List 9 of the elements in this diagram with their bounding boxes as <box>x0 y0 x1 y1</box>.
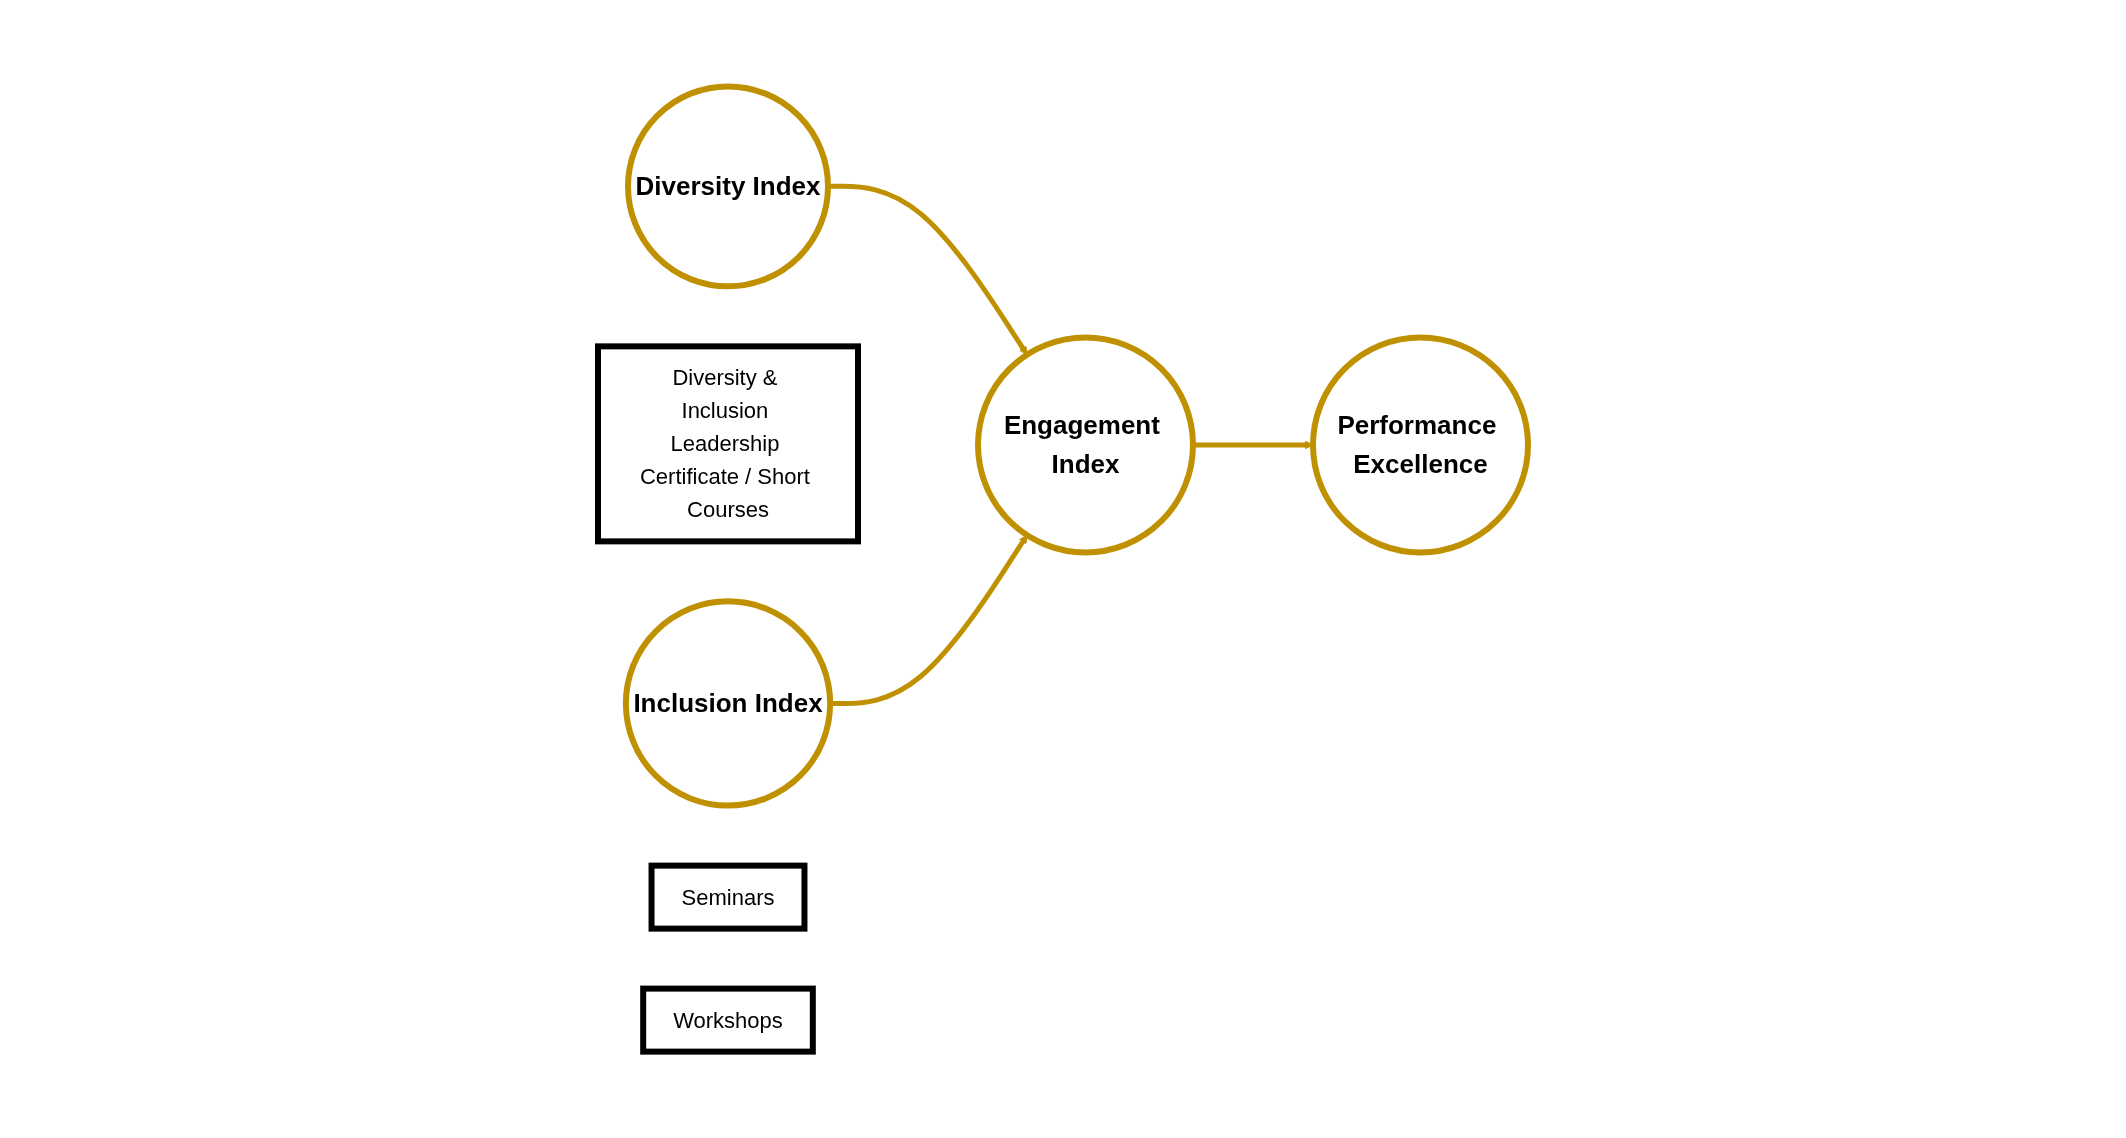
node-box: Workshops <box>640 985 816 1055</box>
node-circle: Engagement Index <box>975 334 1196 556</box>
node-box: Seminars <box>648 862 808 932</box>
arrow <box>828 183 1028 356</box>
node-circle: Diversity Index <box>625 83 831 290</box>
arrow <box>830 534 1028 706</box>
node-circle: Performance Excellence <box>1310 334 1531 556</box>
node-box: Diversity & Inclusion Leadership Certificate / Short Courses <box>595 343 861 545</box>
node-circle: Inclusion Index <box>622 598 834 809</box>
